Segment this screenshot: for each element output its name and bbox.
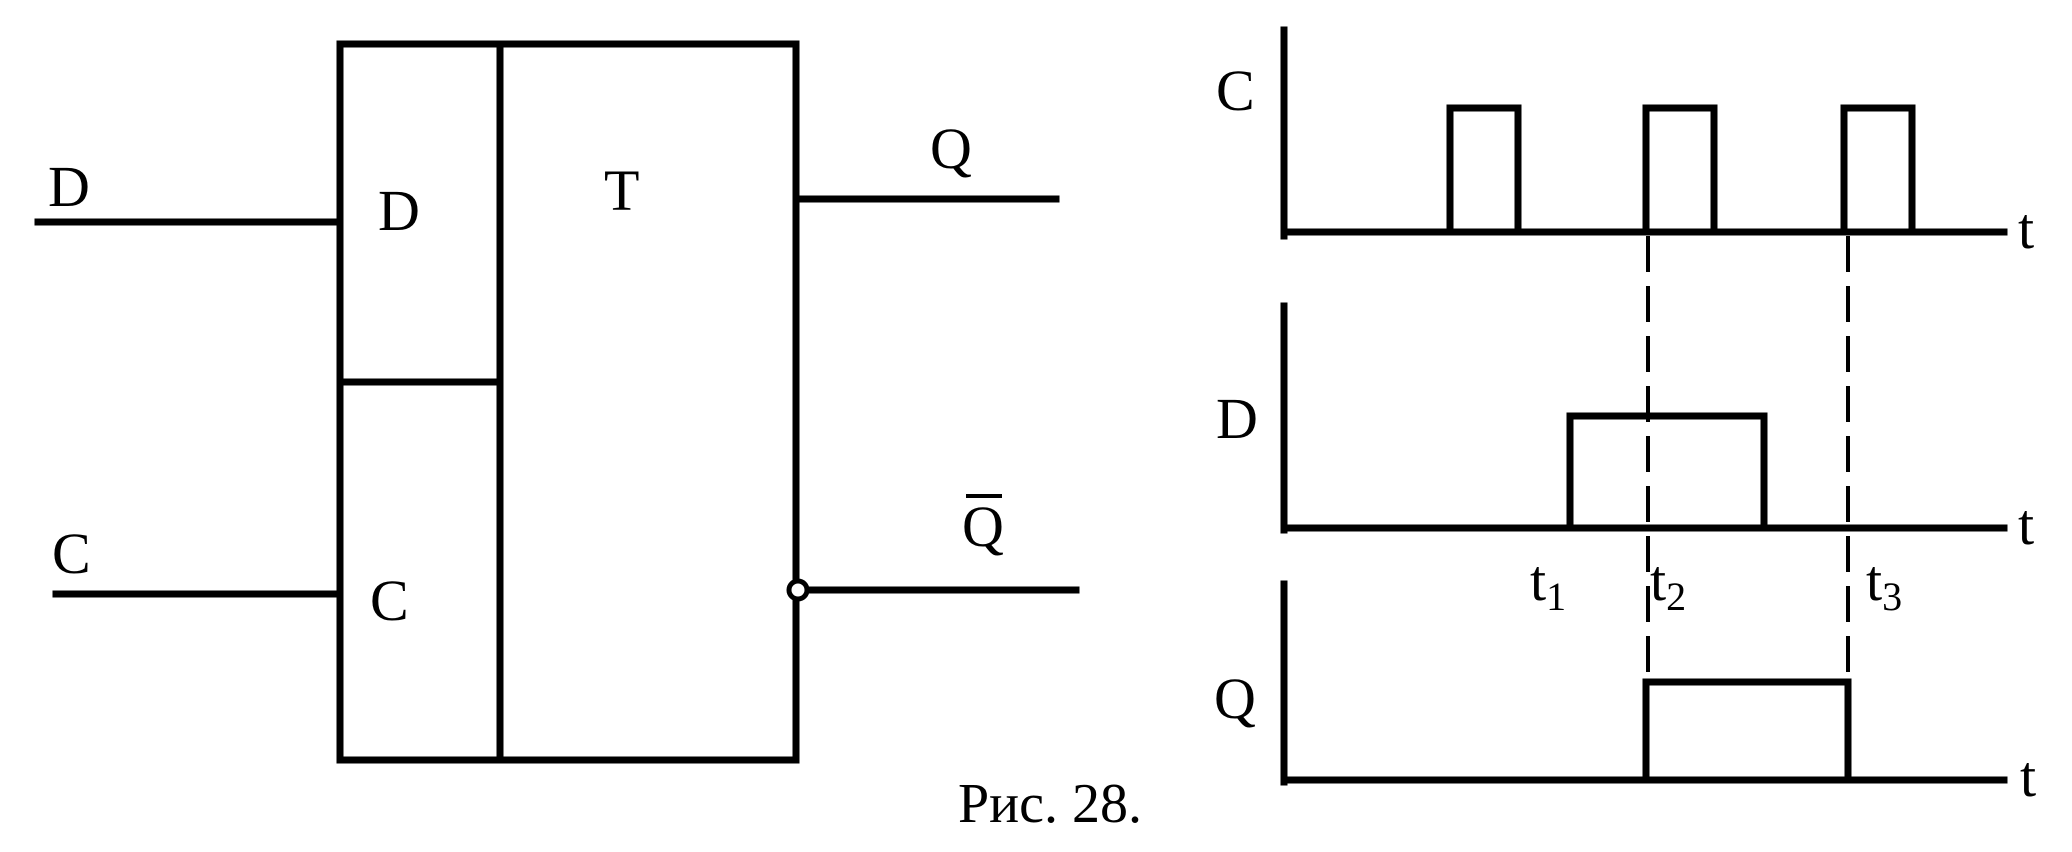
trace-c: C t: [1216, 26, 2034, 261]
c-pulse: [1642, 104, 1718, 236]
c-pulse: [1840, 104, 1916, 236]
time-axis-label: t: [2018, 196, 2034, 261]
output-qbar-label-group: Q: [962, 494, 1004, 559]
core-t-label: T: [604, 158, 639, 223]
trace-q-label: Q: [1214, 666, 1256, 731]
trace-d-label: D: [1216, 386, 1258, 451]
time-axis-label: t: [2020, 744, 2036, 809]
d-pulse: [1566, 412, 1768, 532]
flipflop-outline: [336, 40, 800, 764]
c-pulse: [1446, 104, 1522, 236]
input-d-label: D: [48, 154, 90, 219]
trace-q: Q t: [1214, 580, 2036, 809]
marker-t2: t2: [1650, 548, 1686, 619]
trace-c-label: C: [1216, 58, 1255, 123]
cell-c-label: C: [370, 568, 409, 633]
dflipflop-block: D C D C T Q Q: [34, 40, 1080, 764]
input-c-label: C: [52, 521, 91, 586]
q-pulse: [1642, 678, 1852, 784]
trace-d: D t: [1216, 302, 2034, 557]
marker-t3: t3: [1866, 548, 1902, 619]
time-axis-label: t: [2018, 492, 2034, 557]
output-qbar-label: Q: [962, 494, 1004, 559]
marker-t1: t1: [1530, 548, 1566, 619]
cell-d-label: D: [378, 178, 420, 243]
figure-caption: Рис. 28.: [958, 773, 1142, 835]
inversion-bubble: [786, 578, 810, 602]
output-q-label: Q: [930, 116, 972, 181]
timing-diagram: C t D t Q t t1 t2 t3: [1214, 26, 2036, 809]
